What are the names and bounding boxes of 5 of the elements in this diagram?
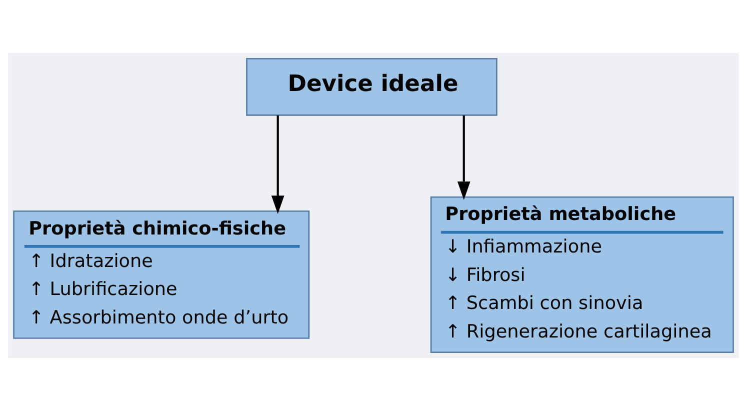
node-box: Device ideale bbox=[246, 57, 498, 116]
arrow bbox=[457, 114, 470, 200]
arrow bbox=[271, 114, 284, 214]
node-box: Proprietà chimico-fisiche ↑ Idratazione ↑ Lubrificazione ↑ Assorbimento onde d’urto bbox=[13, 210, 310, 338]
node-box: Proprietà metaboliche ↓ Infiammazione ↓ Fibrosi ↑ Scambi con sinovia ↑ Rigenerazione cartilaginea bbox=[430, 196, 734, 353]
